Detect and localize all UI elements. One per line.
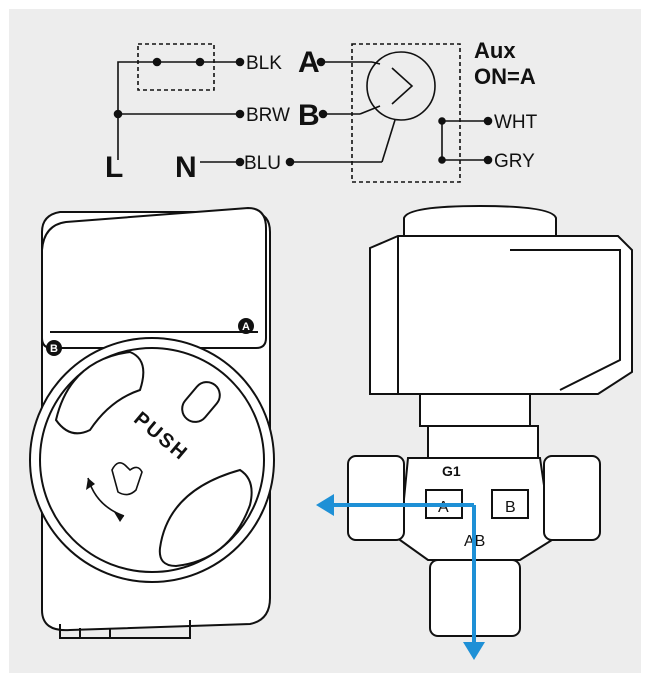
motor-box [351,43,461,183]
hand-push-icon [111,462,143,496]
live-wire [117,61,157,160]
wht-dot [483,116,493,126]
pipe-port-a [347,455,405,541]
flow-arrowhead-a [316,494,334,516]
actuator-housing [369,235,633,395]
housing-panel [510,249,621,391]
port-b-label: B [505,499,516,516]
valve-side-view [347,204,633,637]
dial-grip-top [54,350,145,435]
aux-contact-bottom [438,156,446,164]
brw-label: BRW [246,105,290,126]
badge-a [238,318,254,334]
wht-label: WHT [494,112,538,133]
blk-label: BLK [246,53,282,74]
badge-b [46,340,62,356]
actuator-feet [59,620,191,639]
badge-a-letter: A [242,321,250,333]
actuator-top-cap [403,204,557,237]
brw-dot [235,109,245,119]
b-wire-entry [359,105,381,115]
actuator-cover [41,206,267,349]
aux-switch [441,120,486,161]
switch-box [137,43,215,91]
blu-label: BLU [244,153,281,174]
aux-state: ON=A [474,64,536,89]
flow-arrowhead-ab [463,642,485,660]
actuator-front-view [29,206,275,639]
wiring-schematic [113,43,493,183]
badge-b-letter: B [50,343,58,355]
blk-dot [235,57,245,67]
dial-indicator [181,381,221,423]
motor-chevron [391,67,414,105]
a-wire-entry [371,61,381,65]
aux-contact-top [438,117,446,125]
actuator-mount [419,393,531,427]
aux-title: Aux [474,38,516,63]
port-b-marker [491,489,529,519]
motor-symbol [366,51,436,121]
terminal-n-label: N [175,151,197,184]
dial-grip-bottom [158,468,253,568]
pipe-port-b [543,455,601,541]
rotate-arrowhead-start [86,478,95,490]
gry-dot [483,155,493,165]
terminal-a-label: A [298,46,320,79]
rotate-arrowhead-end [114,512,124,522]
thread-label: G1 [442,463,461,479]
flow-arrows [316,494,485,660]
blu-wire-entry [381,119,396,163]
terminal-b-label: B [298,99,320,132]
blu-dot [235,157,245,167]
port-a-label: A [438,499,449,516]
gry-label: GRY [494,151,535,172]
valve-neck [427,425,539,459]
terminal-l-label: L [105,151,123,184]
